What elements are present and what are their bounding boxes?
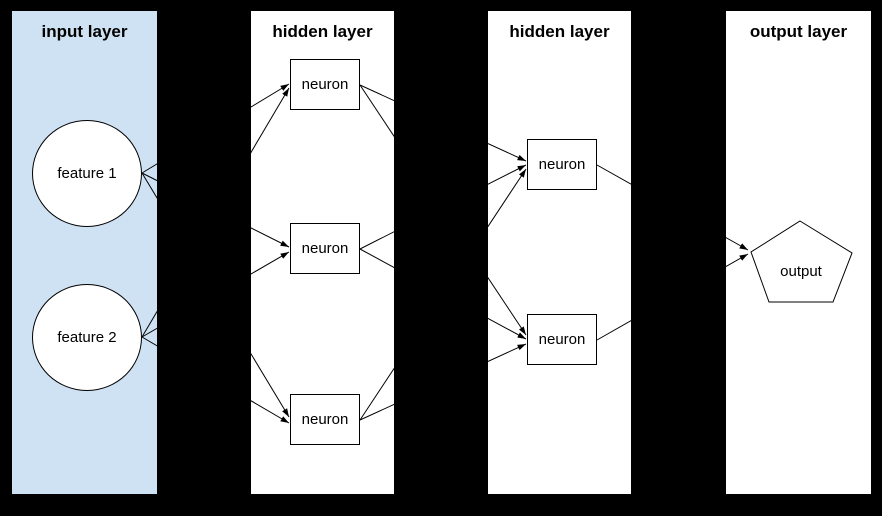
- node-hidden2-neuron-1-label: neuron: [538, 156, 586, 173]
- node-feature-2: feature 2: [32, 284, 142, 391]
- edge-h2n2-output: [596, 253, 749, 341]
- node-feature-1: feature 1: [32, 120, 142, 227]
- hidden-layer-1-title: hidden layer: [272, 22, 373, 41]
- output-pentagon-shape: [750, 220, 853, 303]
- node-output-label: output: [780, 262, 822, 280]
- edge-h1n3-h2n2: [359, 343, 527, 421]
- input-layer-title: input layer: [41, 22, 128, 41]
- node-hidden2-neuron-1: neuron: [527, 139, 597, 190]
- node-hidden1-neuron-3-label: neuron: [301, 411, 349, 428]
- hidden-layer-2-title: hidden layer: [509, 22, 610, 41]
- edge-h1n3-h2n1: [359, 168, 527, 421]
- node-feature-1-label: feature 1: [57, 165, 117, 182]
- edge-h1n2-h2n1: [359, 164, 527, 250]
- panel-hidden-layer-2: hidden layer: [488, 11, 631, 494]
- panel-input-layer: input layer: [12, 11, 157, 494]
- edge-h1n1-h2n2: [359, 84, 527, 336]
- edge-f2-h1n2: [141, 251, 290, 338]
- node-feature-2-label: feature 2: [57, 329, 117, 346]
- node-hidden1-neuron-1-label: neuron: [301, 76, 349, 93]
- node-hidden1-neuron-3: neuron: [290, 394, 360, 445]
- node-hidden1-neuron-2: neuron: [290, 223, 360, 274]
- edge-f2-h1n3: [141, 336, 290, 424]
- node-hidden1-neuron-2-label: neuron: [301, 240, 349, 257]
- node-hidden2-neuron-2-label: neuron: [538, 331, 586, 348]
- node-hidden2-neuron-2: neuron: [527, 314, 597, 365]
- edge-f1-h1n2: [141, 172, 290, 248]
- edge-h2n1-output: [596, 164, 749, 251]
- output-layer-title: output layer: [749, 22, 848, 41]
- edge-f1-h1n1: [141, 83, 290, 174]
- edge-h1n1-h2n1: [359, 84, 527, 162]
- edge-f2-h1n1: [141, 87, 290, 338]
- node-hidden1-neuron-1: neuron: [290, 59, 360, 110]
